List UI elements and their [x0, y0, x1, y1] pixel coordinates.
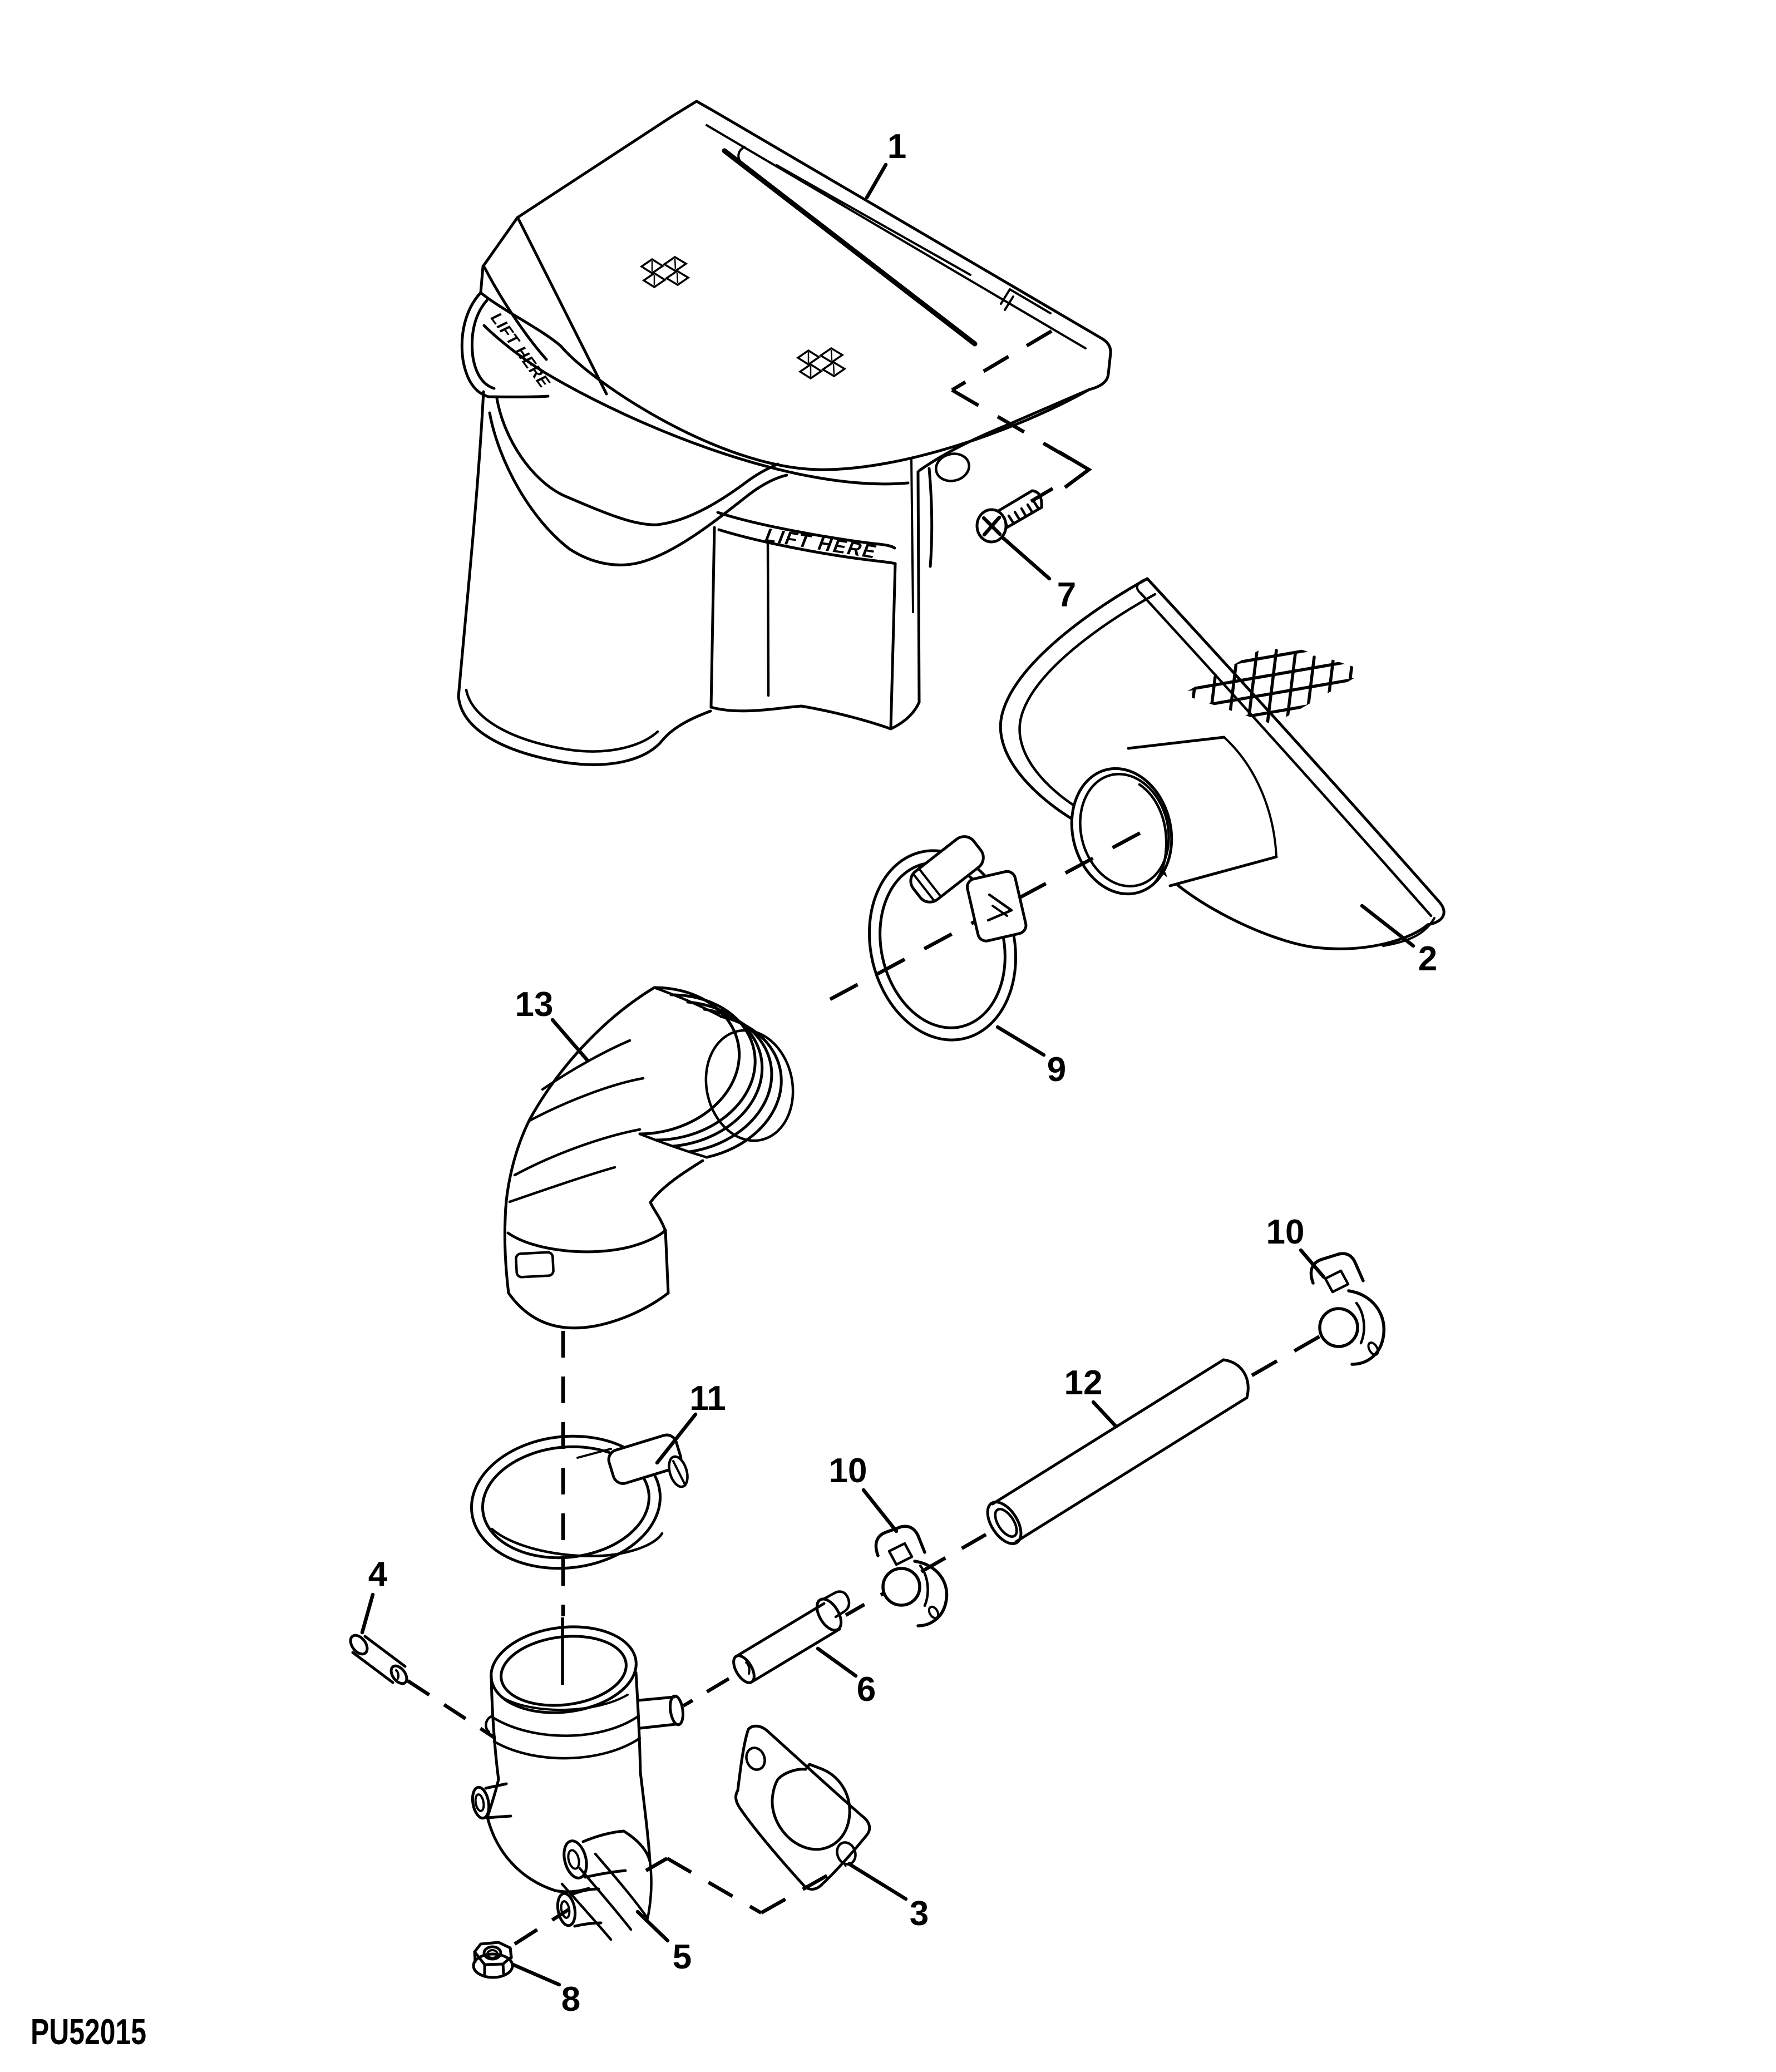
svg-text:2: 2 [1418, 940, 1437, 978]
svg-text:10: 10 [829, 1452, 867, 1490]
svg-text:12: 12 [1064, 1364, 1103, 1402]
svg-text:10: 10 [1266, 1213, 1305, 1251]
svg-text:6: 6 [857, 1670, 876, 1709]
svg-text:9: 9 [1047, 1050, 1066, 1089]
svg-text:7: 7 [1057, 576, 1076, 614]
svg-text:8: 8 [561, 1980, 580, 2019]
svg-text:3: 3 [910, 1895, 929, 1933]
svg-text:5: 5 [673, 1938, 692, 1976]
svg-text:13: 13 [515, 985, 554, 1024]
svg-text:4: 4 [368, 1555, 388, 1594]
svg-text:PU52015: PU52015 [31, 2011, 146, 2052]
svg-text:1: 1 [887, 127, 906, 166]
svg-text:11: 11 [689, 1379, 726, 1418]
